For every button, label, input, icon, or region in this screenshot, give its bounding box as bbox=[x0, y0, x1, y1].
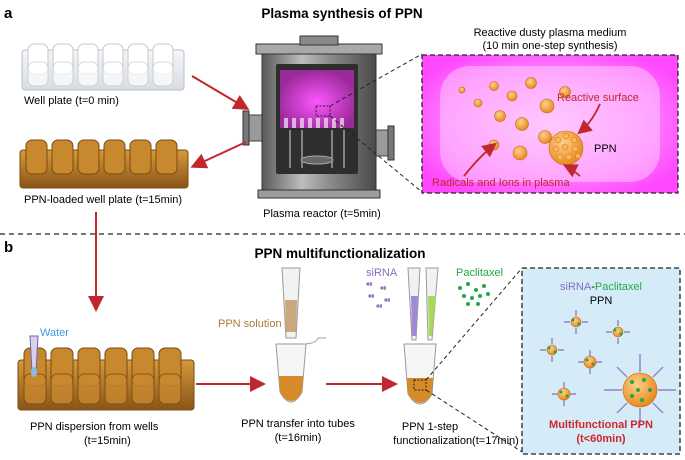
functionalization-tube-image bbox=[403, 267, 439, 405]
ppn-particle-texture bbox=[552, 132, 581, 161]
water-label: Water bbox=[40, 327, 69, 339]
multifunctional-box bbox=[521, 267, 681, 455]
sirna-label: siRNA bbox=[366, 267, 398, 279]
ppn-solution-pipette bbox=[281, 267, 301, 339]
ppn-label: PPN bbox=[594, 143, 617, 155]
box-paclitaxel-label: Paclitaxel bbox=[595, 281, 642, 293]
well-plate-label: Well plate (t=0 min) bbox=[24, 95, 119, 107]
reactive-surface-label: Reactive surface bbox=[557, 92, 639, 104]
radicals-arrow-1 bbox=[463, 142, 497, 177]
paclitaxel-dots-icon bbox=[458, 282, 490, 306]
box-dash: - bbox=[591, 281, 595, 293]
paclitaxel-label: Paclitaxel bbox=[456, 267, 503, 279]
well-plate-image bbox=[21, 43, 185, 91]
panel-a-letter: a bbox=[4, 5, 13, 22]
arrow-reactor-to-loaded bbox=[190, 141, 247, 169]
radicals-arrow-2 bbox=[562, 164, 581, 178]
zoom-line-bottom bbox=[329, 115, 423, 193]
panel-b-title: PPN multifunctionalization bbox=[255, 246, 426, 261]
panel-a-title: Plasma synthesis of PPN bbox=[261, 6, 422, 21]
loaded-well-plate-image bbox=[19, 139, 189, 189]
radicals-label: Radicals and Ions in plasma bbox=[432, 177, 570, 189]
medium-title-2: (10 min one-step synthesis) bbox=[482, 40, 617, 52]
zoom-line-top bbox=[329, 53, 423, 107]
sirna-strands-icon bbox=[366, 282, 390, 308]
loaded-plate-label: PPN-loaded well plate (t=15min) bbox=[24, 194, 182, 206]
dispersion-plate-image bbox=[17, 335, 195, 411]
box-sirna-label: siRNA bbox=[560, 281, 592, 293]
box-header: siRNA-Paclitaxel bbox=[560, 281, 642, 293]
dispersion-label-2: (t=15min) bbox=[84, 435, 131, 447]
functionalized-particles bbox=[540, 310, 676, 426]
func-label-1: PPN 1-step bbox=[402, 421, 458, 433]
multi-label-1: Multifunctional PPN bbox=[549, 419, 653, 431]
dispersion-label-1: PPN dispersion from wells bbox=[30, 421, 159, 433]
zoom-line-b-bottom bbox=[425, 389, 523, 453]
arrow-plate-to-reactor bbox=[191, 75, 250, 111]
medium-title-1: Reactive dusty plasma medium bbox=[474, 27, 627, 39]
ppn-solution-label: PPN solution bbox=[218, 318, 282, 330]
transfer-label-2: (t=16min) bbox=[275, 432, 322, 444]
func-label-2: functionalization(t=17min) bbox=[393, 435, 519, 447]
transfer-tube-image bbox=[275, 337, 326, 403]
panel-b-letter: b bbox=[4, 239, 13, 256]
plasma-reactor-image bbox=[242, 35, 395, 199]
plasma-medium-box bbox=[421, 54, 679, 194]
reactor-label: Plasma reactor (t=5min) bbox=[263, 208, 381, 220]
box-ppn-label: PPN bbox=[590, 295, 613, 307]
zoom-line-b-top bbox=[425, 267, 523, 381]
reactive-surface-arrow bbox=[577, 103, 601, 135]
transfer-label-1: PPN transfer into tubes bbox=[241, 418, 355, 430]
multi-label-2: (t<60min) bbox=[576, 433, 626, 445]
